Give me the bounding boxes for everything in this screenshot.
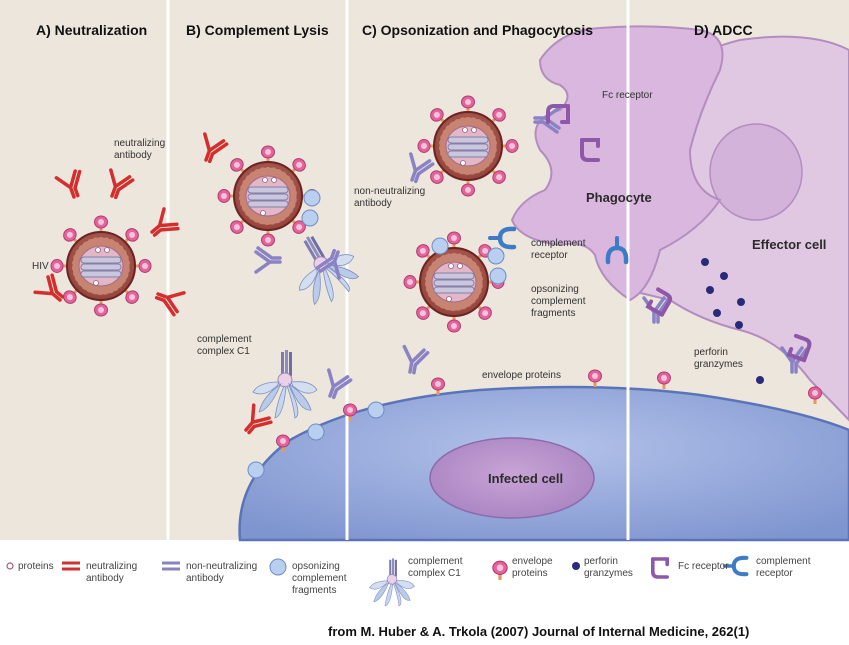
non-neutralizing-antibody-label: non-neutralizing antibody: [354, 186, 426, 209]
legend-perforin-icon: [572, 562, 580, 570]
perforin-granule: [701, 258, 709, 266]
citation: from M. Huber & A. Trkola (2007) Journal…: [328, 624, 750, 639]
virion-b: [218, 146, 318, 246]
panel-c-title: C) Opsonization and Phagocytosis: [362, 22, 594, 38]
fc-receptor-label: Fc receptor: [602, 90, 653, 101]
legend-complement-receptor: complement receptor: [756, 556, 811, 579]
opsonizing-fragments-label: opsonizing complement fragments: [531, 284, 586, 319]
panel-d-title: D) ADCC: [694, 22, 753, 38]
infected-nucleus: [429, 437, 595, 519]
legend-non-neutralizing: non-neutralizing antibody: [186, 561, 258, 584]
legend-opsonizing-icon: [269, 558, 287, 576]
neutralizing-antibody-label: neutralizing antibody: [114, 138, 166, 161]
legend-opsonizing: opsonizing complement fragments: [292, 561, 347, 596]
complement-complex-label: complement complex C1: [197, 334, 252, 357]
legend-envelope-icon: [491, 559, 509, 582]
virion-c2: [404, 232, 504, 332]
perforin-granzymes-label: perforin granzymes: [694, 347, 743, 370]
opsonizing-fragment: [303, 189, 321, 207]
phagocyte-label: Phagocyte: [586, 190, 652, 205]
legend-neutralizing-icon: [62, 561, 80, 571]
legend-complex: complement complex C1: [408, 556, 463, 579]
phagocyte-cell: [510, 25, 724, 302]
infected-cell-label: Infected cell: [488, 471, 564, 486]
panel-b-title: B) Complement Lysis: [186, 22, 329, 38]
legend-perforin: perforin granzymes: [584, 556, 633, 579]
envelope-proteins-label: envelope proteins: [482, 370, 561, 381]
virion-c1: [418, 96, 518, 196]
legend-neutralizing: neutralizing antibody: [86, 561, 138, 584]
legend-envelope: envelope proteins: [512, 556, 553, 579]
panel-a-title: A) Neutralization: [36, 22, 148, 38]
legend-non-neutralizing-icon: [162, 561, 180, 571]
virion-a: [51, 216, 151, 316]
complement-receptor-label: complement receptor: [531, 238, 586, 261]
legend-fc: Fc receptor: [678, 561, 729, 572]
effector-cell-label: Effector cell: [752, 237, 827, 252]
effector-nucleus: [709, 123, 803, 221]
legend-proteins: proteins: [18, 561, 54, 572]
hiv-label: HIV: [32, 261, 49, 272]
legend-proteins-icon: [6, 562, 14, 570]
legend-fc-icon: [650, 557, 670, 579]
